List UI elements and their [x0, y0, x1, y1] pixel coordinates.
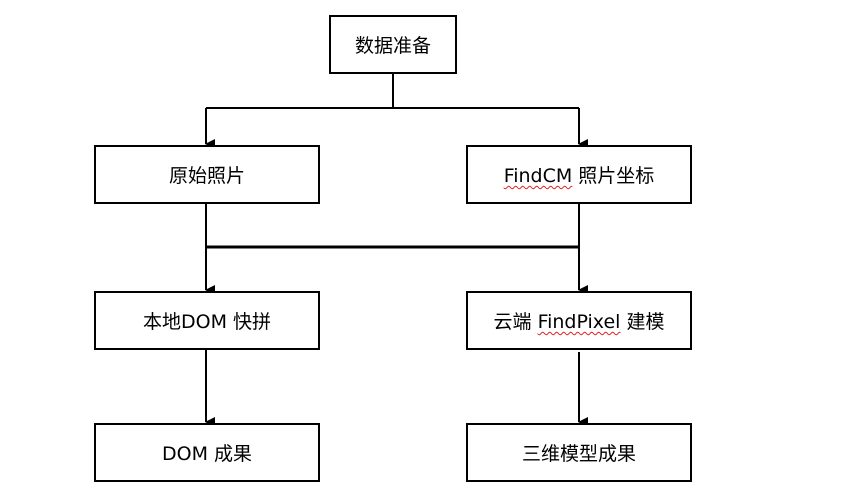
- node-3d-model-result: 三维模型成果: [466, 423, 692, 482]
- cloud-prefix-text: 云端: [493, 311, 532, 333]
- node-local-dom-quick-mosaic: 本地DOM 快拼: [94, 291, 320, 350]
- node-3d-model-result-label: 三维模型成果: [521, 443, 636, 465]
- findcm-brand-text: FindCM: [503, 165, 573, 187]
- findcm-suffix-text: 照片坐标: [578, 165, 655, 187]
- node-dom-result-label: DOM 成果: [161, 443, 253, 465]
- findpixel-brand-text: FindPixel: [537, 311, 621, 333]
- node-dom-result: DOM 成果: [94, 423, 320, 482]
- node-data-preparation-label: 数据准备: [354, 35, 431, 57]
- cloud-suffix-text: 建模: [626, 311, 665, 333]
- node-local-dom-label: 本地DOM 快拼: [142, 311, 272, 333]
- node-raw-photos-label: 原始照片: [168, 165, 245, 187]
- node-raw-photos: 原始照片: [94, 145, 320, 204]
- node-data-preparation: 数据准备: [329, 15, 457, 74]
